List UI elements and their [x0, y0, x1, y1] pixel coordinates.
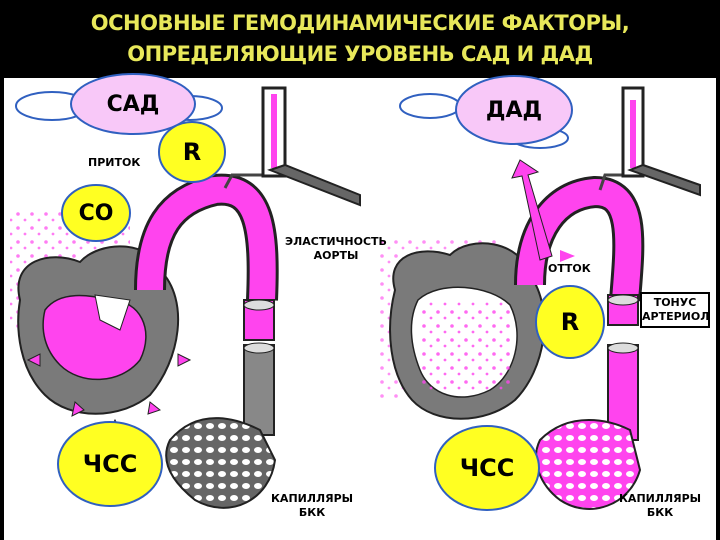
co-label: СО	[68, 196, 124, 230]
capillaries-line-1: КАПИЛЛЯРЫ	[262, 492, 362, 506]
hr-label-right: ЧСС	[445, 452, 529, 484]
aorta-elasticity-label: ЭЛАСТИЧНОСТЬ АОРТЫ	[276, 235, 396, 263]
tone-line-2: АРТЕРИОЛ	[642, 310, 708, 324]
capillary-bed	[166, 418, 275, 508]
capillaries-line-2: БКК	[262, 506, 362, 520]
dad-label: ДАД	[470, 94, 558, 126]
capillaries-label-left: КАПИЛЛЯРЫ БКК	[262, 492, 362, 520]
aorta-elasticity-line-1: ЭЛАСТИЧНОСТЬ	[276, 235, 396, 249]
swirl-oval	[400, 94, 460, 118]
capillaries-line-2: БКК	[612, 506, 708, 520]
outflow-label: ОТТОК	[548, 262, 591, 276]
sad-label: САД	[81, 88, 185, 120]
r-label-left: R	[170, 134, 214, 170]
arrow-icon	[560, 250, 575, 262]
r-label-right: R	[548, 306, 592, 338]
capillaries-label-right: КАПИЛЛЯРЫ БКК	[612, 492, 708, 520]
manometer-icon	[623, 88, 700, 195]
hr-label-left: ЧСС	[68, 448, 152, 480]
capillaries-line-1: КАПИЛЛЯРЫ	[612, 492, 708, 506]
manometer-icon	[263, 88, 360, 205]
arteriole-tone-label: ТОНУС АРТЕРИОЛ	[640, 292, 710, 328]
inflow-label: ПРИТОК	[88, 156, 140, 170]
artery-segment	[244, 345, 274, 435]
tone-line-1: ТОНУС	[642, 296, 708, 310]
aorta-elasticity-line-2: АОРТЫ	[276, 249, 396, 263]
